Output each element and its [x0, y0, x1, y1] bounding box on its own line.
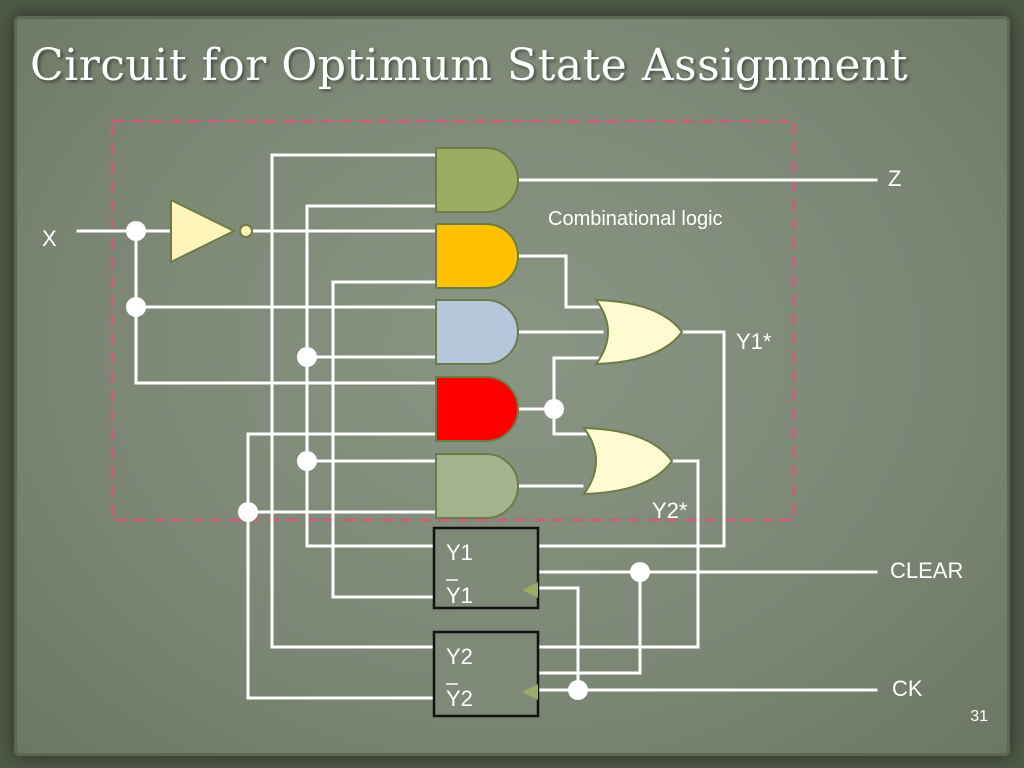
- junction-dots: [126, 221, 650, 700]
- ff1-qbar-label: Y1: [446, 583, 473, 608]
- wire-and2-to-or1: [518, 254, 612, 309]
- ff1-q-label: Y1: [446, 540, 473, 565]
- wire-y1bar-to-and2: [331, 280, 442, 599]
- and-gates: [435, 147, 519, 519]
- wire-ck-to-ff1: [536, 586, 580, 692]
- ff2-q-label: Y2: [446, 644, 473, 669]
- wire-clear-to-ff2: [536, 570, 642, 675]
- label-y2-next: Y2*: [652, 498, 688, 523]
- wire-y1-next: [536, 330, 726, 548]
- label-y1-next: Y1*: [736, 329, 772, 354]
- and-gate-2: [435, 223, 519, 289]
- wire-y1bar-feedback: [270, 153, 442, 649]
- slide-number: 31: [970, 708, 988, 725]
- label-combinational-logic: Combinational logic: [548, 208, 723, 230]
- flipflop-y2: Y2 Y2: [432, 630, 540, 718]
- and-gate-5: [435, 453, 519, 519]
- or-gate-y2: [581, 426, 674, 496]
- wire-y2-next: [536, 459, 700, 649]
- label-clear: CLEAR: [890, 558, 963, 583]
- wire-and4-to-or1: [552, 356, 612, 411]
- label-x: X: [42, 226, 57, 251]
- wire-y2bar-feedback: [246, 432, 442, 700]
- and-gate-4: [435, 376, 519, 442]
- ff2-qbar-label: Y2: [446, 686, 473, 711]
- flipflop-y1: Y1 Y1: [432, 526, 540, 610]
- wire-y1-feedback: [305, 204, 442, 548]
- and-gate-1: [435, 147, 519, 213]
- label-ck: CK: [892, 676, 923, 701]
- wire-x-to-and4: [134, 229, 442, 385]
- slide-title: Circuit for Optimum State Assignment: [30, 40, 909, 91]
- or-gates: [581, 298, 684, 496]
- inverter-gate: [170, 198, 253, 264]
- label-z: Z: [888, 166, 901, 191]
- combinational-logic-boundary: [110, 119, 796, 522]
- or-gate-y1: [593, 298, 684, 366]
- and-gate-3: [435, 299, 519, 365]
